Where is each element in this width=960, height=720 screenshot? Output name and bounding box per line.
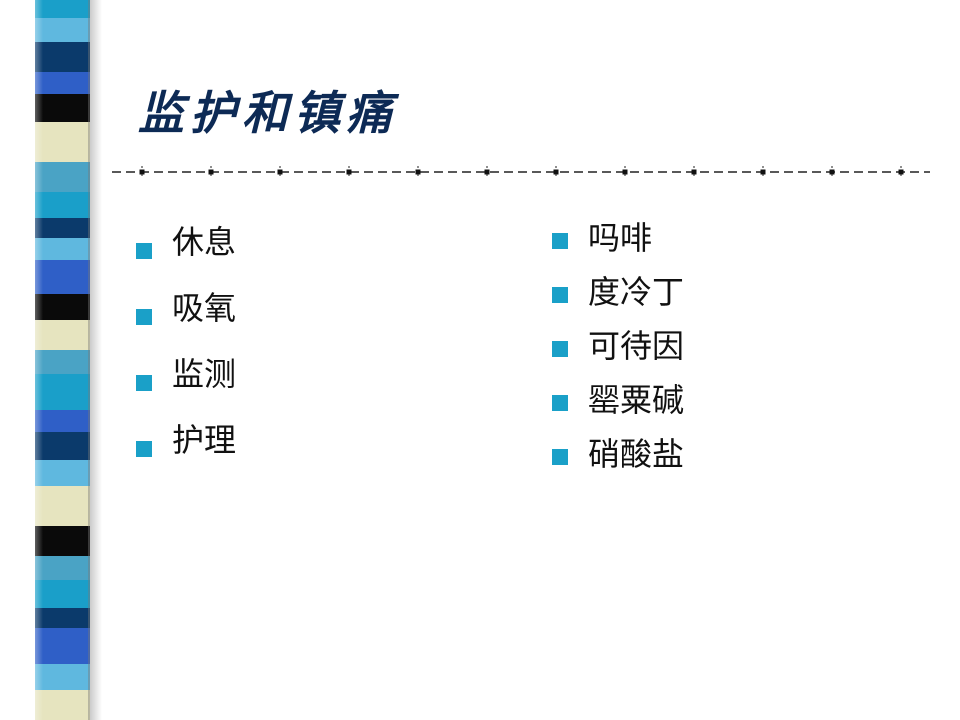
divider-dot	[277, 169, 283, 175]
divider-dot	[346, 169, 352, 175]
band-shadow	[88, 0, 102, 720]
right-bullet-list: 吗啡 度冷丁 可待因 罂粟碱 硝酸盐	[552, 214, 684, 484]
band-stripe	[35, 42, 90, 72]
band-stripe	[35, 260, 90, 294]
list-item-label: 罂粟碱	[588, 381, 685, 419]
band-stripe	[35, 218, 90, 238]
list-item: 硝酸盐	[552, 430, 684, 484]
divider-dot	[553, 169, 559, 175]
band-stripe	[35, 238, 90, 260]
band-stripe	[35, 72, 90, 94]
divider-dot	[898, 169, 904, 175]
band-stripe	[35, 0, 90, 18]
band-stripe	[35, 628, 90, 664]
divider-dot	[829, 169, 835, 175]
band-stripe	[35, 690, 90, 720]
list-item-label: 监测	[172, 355, 237, 393]
list-item-label: 护理	[172, 421, 237, 459]
square-bullet-icon	[136, 375, 152, 391]
band-stripe	[35, 526, 90, 556]
square-bullet-icon	[136, 243, 152, 259]
list-item: 可待因	[552, 322, 684, 376]
list-item: 罂粟碱	[552, 376, 684, 430]
divider-dot	[622, 169, 628, 175]
band-stripe	[35, 664, 90, 690]
band-stripe	[35, 486, 90, 526]
list-item-label: 可待因	[588, 327, 685, 365]
divider-dot	[484, 169, 490, 175]
band-highlight	[35, 0, 43, 720]
band-stripe	[35, 460, 90, 486]
list-item-label: 度冷丁	[588, 273, 685, 311]
square-bullet-icon	[552, 395, 568, 411]
divider-dot	[139, 169, 145, 175]
square-bullet-icon	[552, 233, 568, 249]
decorative-stripe-band	[35, 0, 90, 720]
band-stripe	[35, 320, 90, 350]
band-stripe	[35, 294, 90, 320]
square-bullet-icon	[136, 441, 152, 457]
band-stripe	[35, 374, 90, 410]
list-item: 休息	[136, 218, 236, 284]
divider-dot	[760, 169, 766, 175]
list-item: 吸氧	[136, 284, 236, 350]
band-stripe	[35, 556, 90, 580]
square-bullet-icon	[552, 449, 568, 465]
left-bullet-list: 休息 吸氧 监测 护理	[136, 218, 236, 482]
list-item: 护理	[136, 416, 236, 482]
band-stripe	[35, 432, 90, 460]
list-item: 监测	[136, 350, 236, 416]
dotted-divider-line	[112, 166, 930, 178]
band-stripe	[35, 608, 90, 628]
divider-dot	[208, 169, 214, 175]
list-item-label: 硝酸盐	[588, 435, 685, 473]
band-stripe	[35, 350, 90, 374]
band-stripe	[35, 410, 90, 432]
slide-title: 监护和镇痛	[138, 86, 398, 140]
band-stripe	[35, 122, 90, 162]
list-item-label: 休息	[172, 223, 237, 261]
band-stripe	[35, 162, 90, 192]
square-bullet-icon	[136, 309, 152, 325]
square-bullet-icon	[552, 287, 568, 303]
band-stripe	[35, 94, 90, 122]
square-bullet-icon	[552, 341, 568, 357]
divider-dot	[415, 169, 421, 175]
list-item: 度冷丁	[552, 268, 684, 322]
list-item-label: 吸氧	[172, 289, 237, 327]
list-item-label: 吗啡	[588, 219, 653, 257]
band-stripe	[35, 18, 90, 42]
band-stripe	[35, 580, 90, 608]
band-stripe	[35, 192, 90, 218]
list-item: 吗啡	[552, 214, 684, 268]
divider-dot	[691, 169, 697, 175]
